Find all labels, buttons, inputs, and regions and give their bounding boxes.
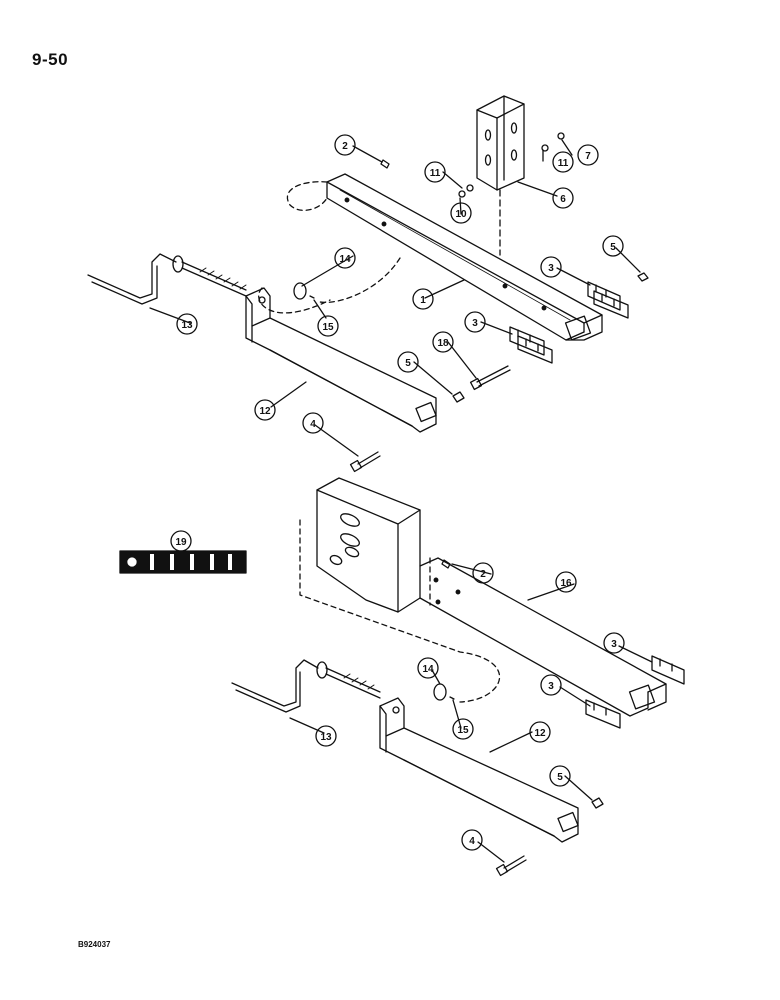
svg-text:12: 12 bbox=[259, 406, 271, 417]
callout-14-lower: 14 bbox=[417, 657, 439, 679]
washer-part-11-right bbox=[541, 144, 549, 152]
nut-part-10 bbox=[458, 190, 466, 198]
mount-plate-part-16 bbox=[316, 477, 421, 613]
callout-12-upper: 12 bbox=[254, 399, 276, 421]
callout-leaders bbox=[149, 139, 653, 863]
callout-7: 7 bbox=[577, 144, 599, 166]
callout-3-lower-upper: 3 bbox=[603, 632, 625, 654]
set-screw-part-2-lower bbox=[441, 559, 451, 569]
svg-text:13: 13 bbox=[320, 732, 332, 743]
bolt-part-18 bbox=[469, 365, 511, 391]
bracket-part-6 bbox=[476, 95, 525, 191]
nut-part-7 bbox=[557, 132, 565, 140]
hidden-outline bbox=[258, 287, 331, 314]
callout-5-upper-arm: 5 bbox=[397, 351, 419, 373]
shim-part-3-upper-right bbox=[587, 281, 629, 319]
callout-11-right: 11 bbox=[552, 151, 574, 173]
page-number: 9-50 bbox=[32, 50, 69, 69]
crank-part-13-lower bbox=[231, 659, 381, 713]
hidden-outline bbox=[299, 519, 501, 703]
hidden-outline bbox=[286, 181, 328, 211]
svg-text:18: 18 bbox=[437, 338, 449, 349]
drawing-code: B924037 bbox=[78, 940, 111, 949]
callout-11-left: 11 bbox=[424, 161, 446, 183]
svg-text:2: 2 bbox=[480, 569, 486, 580]
callout-3-upper-right: 3 bbox=[540, 256, 562, 278]
set-screw-part-2 bbox=[380, 159, 390, 169]
nut-part-5-upper-arm bbox=[452, 391, 465, 403]
callout-10: 10 bbox=[450, 202, 472, 224]
callout-18: 18 bbox=[432, 331, 454, 353]
shim-part-3-lower-upper bbox=[651, 655, 685, 685]
callout-14-upper: 14 bbox=[334, 247, 356, 269]
callout-13-upper: 13 bbox=[176, 313, 198, 335]
svg-text:19: 19 bbox=[175, 537, 187, 548]
hidden-outline bbox=[319, 257, 401, 304]
callout-4-upper: 4 bbox=[302, 412, 324, 434]
washer-part-14-upper bbox=[293, 282, 307, 300]
svg-text:4: 4 bbox=[469, 836, 475, 847]
callout-15-upper: 15 bbox=[317, 315, 339, 337]
callout-1: 1 bbox=[412, 288, 434, 310]
svg-text:6: 6 bbox=[560, 194, 566, 205]
shim-part-3-upper-left bbox=[509, 326, 553, 364]
svg-text:14: 14 bbox=[422, 664, 434, 675]
svg-text:5: 5 bbox=[610, 242, 616, 253]
svg-text:3: 3 bbox=[548, 263, 554, 274]
callout-5-lower: 5 bbox=[549, 765, 571, 787]
square-tube-part-16 bbox=[419, 557, 667, 717]
svg-text:11: 11 bbox=[558, 158, 569, 169]
svg-text:1: 1 bbox=[420, 295, 426, 306]
svg-text:15: 15 bbox=[457, 725, 469, 736]
callout-2-lower: 2 bbox=[472, 562, 494, 584]
svg-text:12: 12 bbox=[534, 728, 546, 739]
callout-12-lower: 12 bbox=[529, 721, 551, 743]
bolt-part-4-upper bbox=[349, 451, 381, 473]
nut-part-5-upper bbox=[637, 272, 649, 282]
nut-part-5-lower bbox=[591, 797, 604, 809]
callout-3-upper-left: 3 bbox=[464, 311, 486, 333]
svg-text:5: 5 bbox=[557, 772, 563, 783]
svg-text:7: 7 bbox=[585, 151, 591, 162]
washer-part-11-left bbox=[466, 184, 474, 192]
callout-16: 16 bbox=[555, 571, 577, 593]
shim-part-3-lower-lower bbox=[585, 699, 621, 729]
svg-text:15: 15 bbox=[322, 322, 334, 333]
callout-19: 19 bbox=[170, 530, 192, 552]
svg-text:11: 11 bbox=[430, 168, 441, 179]
svg-text:13: 13 bbox=[181, 320, 193, 331]
svg-text:2: 2 bbox=[342, 141, 348, 152]
svg-text:10: 10 bbox=[455, 209, 467, 220]
crank-part-13-upper bbox=[87, 253, 247, 305]
svg-text:3: 3 bbox=[472, 318, 478, 329]
callout-13-lower: 13 bbox=[315, 725, 337, 747]
support-arm-part-12-lower bbox=[379, 697, 579, 843]
svg-text:5: 5 bbox=[405, 358, 411, 369]
decal-part-19 bbox=[119, 550, 247, 574]
callout-5-upper-right: 5 bbox=[602, 235, 624, 257]
callout-4-lower: 4 bbox=[461, 829, 483, 851]
support-arm-part-12-upper bbox=[245, 287, 437, 433]
washer-part-14-lower bbox=[433, 683, 447, 701]
svg-text:16: 16 bbox=[560, 578, 572, 589]
svg-text:4: 4 bbox=[310, 419, 316, 430]
pin-part-15-lower bbox=[449, 696, 455, 700]
svg-text:3: 3 bbox=[548, 681, 554, 692]
callout-3-lower-lower: 3 bbox=[540, 674, 562, 696]
callout-6: 6 bbox=[552, 187, 574, 209]
callout-2-upper: 2 bbox=[334, 134, 356, 156]
svg-text:3: 3 bbox=[611, 639, 617, 650]
pin-part-15-upper bbox=[309, 295, 315, 299]
square-tube-part-1 bbox=[326, 173, 603, 341]
callout-15-lower: 15 bbox=[452, 718, 474, 740]
svg-text:14: 14 bbox=[339, 254, 351, 265]
bolt-part-4-lower bbox=[495, 855, 527, 877]
